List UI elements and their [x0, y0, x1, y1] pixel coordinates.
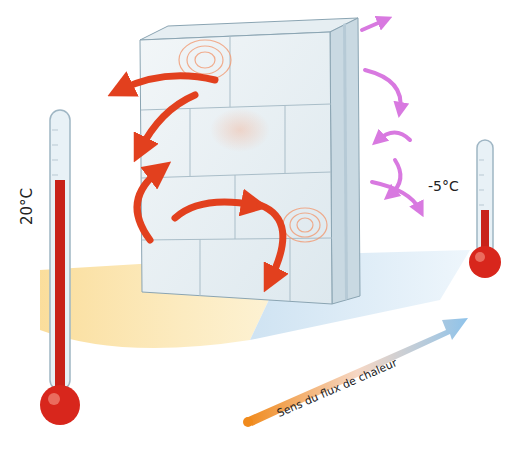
- temperature-label: -5°C: [428, 178, 459, 194]
- temperature-label: 20°C: [18, 188, 36, 225]
- flow-direction-label: Sens du flux de chaleur: [275, 356, 399, 420]
